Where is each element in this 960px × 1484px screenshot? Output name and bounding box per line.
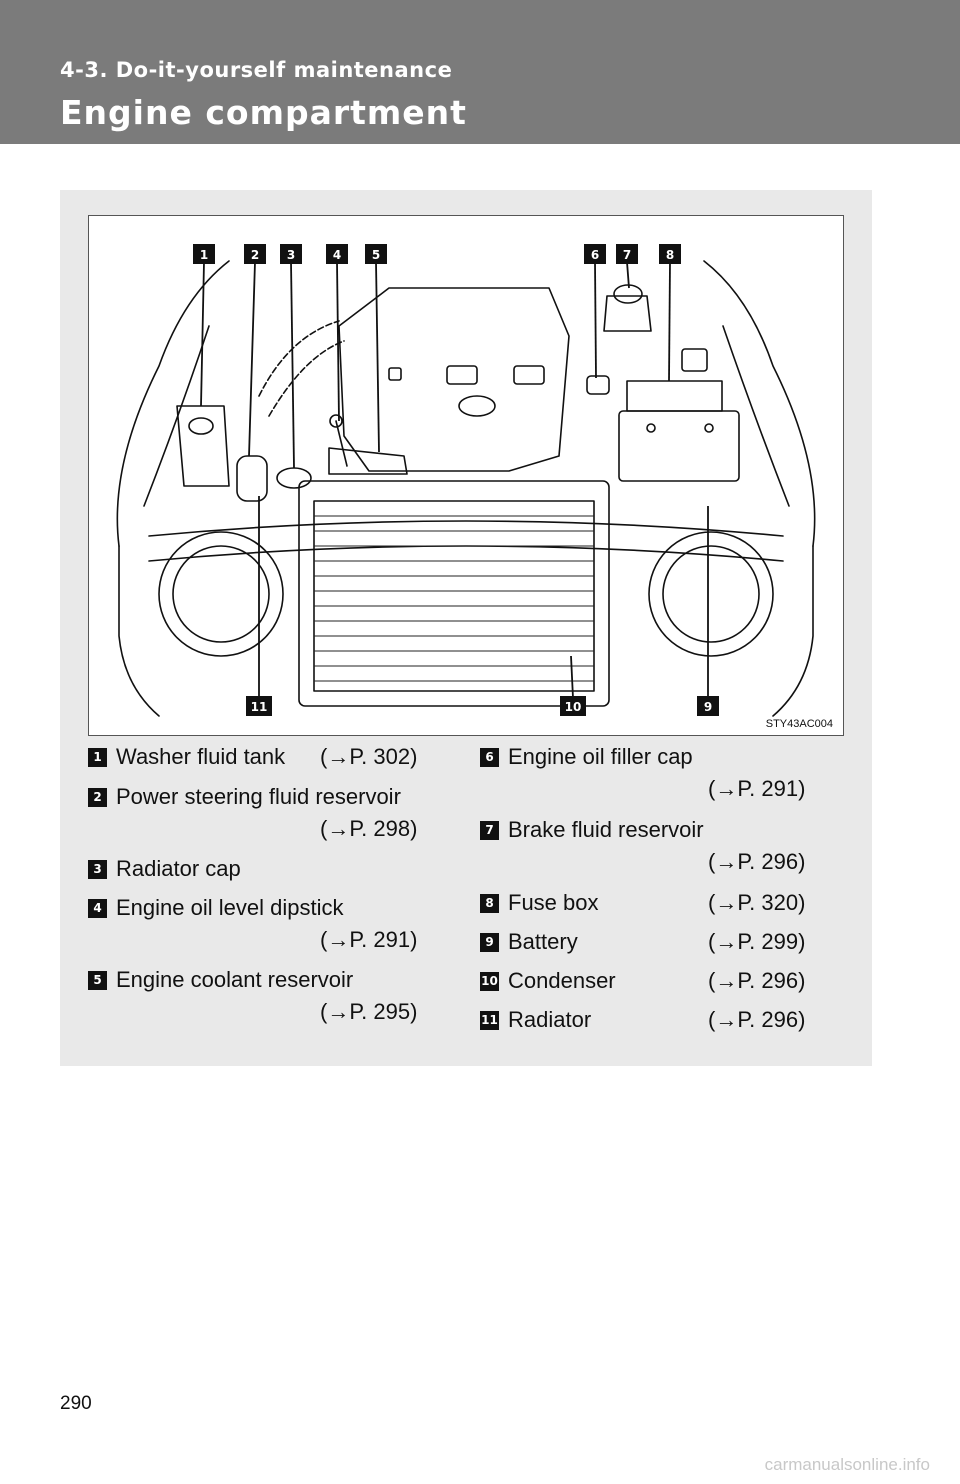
fuse-box xyxy=(681,348,708,372)
intake-hose xyxy=(258,320,345,417)
engine-compartment-figure: 1 2 3 4 5 6 7 8 9 10 11 STY43AC004 xyxy=(88,215,844,736)
legend-label: Battery xyxy=(508,929,578,954)
page-reference: (→P. 296) xyxy=(708,849,806,874)
legend-label: Fuse box xyxy=(508,890,599,915)
page-reference: (→P. 296) xyxy=(708,1007,806,1032)
legend-item-fuse-box: 8 Fuse box (→P. 320) xyxy=(480,890,830,920)
page-reference: (→P. 291) xyxy=(320,927,418,952)
legend-label: Condenser xyxy=(508,968,616,993)
radiator-grille xyxy=(298,480,610,707)
legend-label: Brake fluid reservoir xyxy=(508,817,704,842)
legend-item-battery: 9 Battery (→P. 299) xyxy=(480,929,830,959)
engine-illustration: 1 2 3 4 5 6 7 8 9 10 11 xyxy=(116,244,816,717)
section-label: 4-3. Do-it-yourself maintenance xyxy=(60,58,453,82)
page-number: 290 xyxy=(60,1393,92,1414)
legend-label: Radiator cap xyxy=(116,856,241,881)
svg-text:1: 1 xyxy=(200,248,208,262)
oil-filler-cap xyxy=(586,375,610,395)
legend-badge: 3 xyxy=(88,860,107,879)
svg-text:8: 8 xyxy=(666,248,674,262)
legend-label: Engine coolant reservoir xyxy=(116,967,354,992)
legend-item-condenser: 10 Condenser (→P. 296) xyxy=(480,968,830,998)
callout-10 xyxy=(560,696,586,716)
svg-text:4: 4 xyxy=(333,248,341,262)
legend-label: Power steering fluid reservoir xyxy=(116,784,401,809)
svg-text:10: 10 xyxy=(565,700,582,714)
page-reference: (→P. 291) xyxy=(708,776,806,801)
oil-dipstick xyxy=(335,420,348,467)
page-reference: (→P. 320) xyxy=(708,890,806,915)
callout-6 xyxy=(584,244,606,264)
svg-text:9: 9 xyxy=(704,700,712,714)
callout-3 xyxy=(280,244,302,264)
svg-text:5: 5 xyxy=(372,248,380,262)
coolant-reservoir xyxy=(328,447,408,475)
left-headlight xyxy=(158,531,284,657)
svg-text:7: 7 xyxy=(623,248,631,262)
svg-text:3: 3 xyxy=(287,248,295,262)
svg-text:11: 11 xyxy=(251,700,268,714)
page-reference: (→P. 296) xyxy=(708,968,806,993)
page-reference: (→P. 298) xyxy=(320,816,418,841)
legend-label: Engine oil level dipstick xyxy=(116,895,344,920)
fender-outline xyxy=(116,260,816,547)
legend-badge: 9 xyxy=(480,933,499,952)
page-reference: (→P. 299) xyxy=(708,929,806,954)
page-reference: (→P. 302) xyxy=(320,744,418,769)
legend-badge: 7 xyxy=(480,821,499,840)
legend-item-brake-fluid-reservoir: 7 Brake fluid reservoir (→P. 296) xyxy=(480,817,830,881)
callout-4 xyxy=(326,244,348,264)
power-steering-reservoir xyxy=(236,455,268,502)
legend-label: Engine oil filler cap xyxy=(508,744,693,769)
legend-item-radiator-cap: 3 Radiator cap xyxy=(88,856,438,886)
legend-badge: 6 xyxy=(480,748,499,767)
callout-2 xyxy=(244,244,266,264)
legend-badge: 4 xyxy=(88,899,107,918)
legend-item-engine-coolant-reservoir: 5 Engine coolant reservoir (→P. 295) xyxy=(88,967,438,1031)
svg-text:6: 6 xyxy=(591,248,599,262)
legend-item-washer-fluid-tank: 1 Washer fluid tank (→P. 302) xyxy=(88,744,438,774)
page-reference: (→P. 295) xyxy=(320,999,418,1024)
legend-label: Washer fluid tank xyxy=(116,744,286,769)
watermark: carmanualsonline.info xyxy=(764,1455,930,1474)
legend-badge: 2 xyxy=(88,788,107,807)
callout-1 xyxy=(193,244,215,264)
legend-badge: 11 xyxy=(480,1011,499,1030)
brake-reservoir xyxy=(603,295,652,332)
legend-badge: 1 xyxy=(88,748,107,767)
legend-item-power-steering-fluid-reservoir: 2 Power steering fluid reservoir (→P. 29… xyxy=(88,784,438,848)
page-header: 4-3. Do-it-yourself maintenance Engine c… xyxy=(0,0,960,144)
callout-5 xyxy=(365,244,387,264)
legend-badge: 10 xyxy=(480,972,499,991)
legend-badge: 8 xyxy=(480,894,499,913)
figure-code: STY43AC004 xyxy=(765,718,833,730)
legend-badge: 5 xyxy=(88,971,107,990)
engine-cover xyxy=(338,287,570,472)
legend-label: Radiator xyxy=(508,1007,592,1032)
right-headlight xyxy=(648,531,774,657)
washer-tank xyxy=(176,405,230,487)
callout-11 xyxy=(246,696,272,716)
callout-7 xyxy=(616,244,638,264)
callout-9 xyxy=(697,696,719,716)
battery xyxy=(618,410,740,482)
callout-8 xyxy=(659,244,681,264)
legend-item-radiator: 11 Radiator (→P. 296) xyxy=(480,1007,830,1037)
svg-text:2: 2 xyxy=(251,248,259,262)
legend-item-engine-oil-level-dipstick: 4 Engine oil level dipstick (→P. 291) xyxy=(88,895,438,959)
legend-item-engine-oil-filler-cap: 6 Engine oil filler cap (→P. 291) xyxy=(480,744,830,808)
page-title: Engine compartment xyxy=(60,93,467,132)
radiator-cap xyxy=(276,467,312,489)
